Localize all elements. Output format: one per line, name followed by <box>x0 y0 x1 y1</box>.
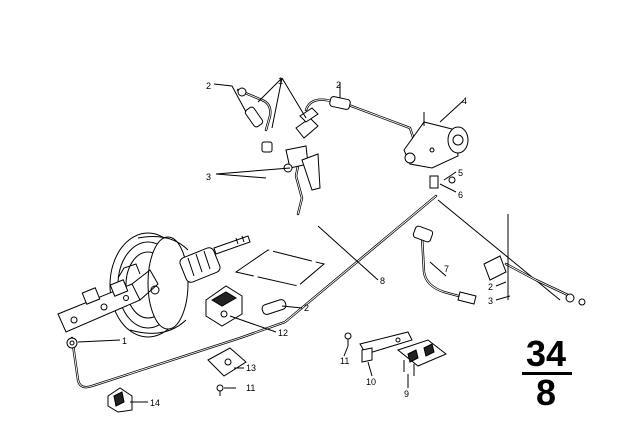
callout-3a: 3 <box>206 172 211 182</box>
switch-bracket[interactable] <box>359 331 413 363</box>
upper-brake-line[interactable] <box>236 87 416 153</box>
clutch-pipe-main <box>70 194 438 389</box>
pipe-connector <box>66 337 78 349</box>
page-number-top: 34 <box>526 333 566 374</box>
page-number-bottom: 8 <box>536 372 556 413</box>
clutch-linkage-rod[interactable] <box>437 199 586 306</box>
callout-14: 14 <box>150 398 160 408</box>
leader-lines <box>77 77 511 403</box>
pipe-bracket[interactable] <box>205 285 243 327</box>
brake-light-switch[interactable] <box>396 339 447 376</box>
callout-13: 13 <box>246 363 256 373</box>
mounting-plate[interactable] <box>207 347 247 377</box>
callout-10: 10 <box>366 377 376 387</box>
master-cylinder[interactable] <box>57 263 160 333</box>
callout-4: 4 <box>462 96 467 106</box>
callout-11b: 11 <box>340 356 349 366</box>
callout-labels: 1 2 2 4 3 5 6 8 7 2 3 2 12 1 13 11 11 10… <box>122 76 493 408</box>
hose-guide-outline <box>234 249 326 287</box>
page-number-divider <box>522 372 572 375</box>
flex-hose[interactable] <box>412 225 477 305</box>
callout-9: 9 <box>404 389 409 399</box>
pipe-clip[interactable] <box>261 299 287 316</box>
callout-1b: 1 <box>122 336 127 346</box>
callout-8: 8 <box>380 276 385 286</box>
screw-lower[interactable] <box>216 384 224 396</box>
screw-mid[interactable] <box>344 332 352 346</box>
slave-cylinder[interactable] <box>403 112 469 189</box>
callout-2d: 2 <box>304 303 309 313</box>
callout-1a: 1 <box>278 76 283 86</box>
callout-2b: 2 <box>336 80 341 90</box>
callout-2a: 2 <box>206 81 211 91</box>
callout-11a: 11 <box>246 383 255 393</box>
clutch-hose-upper[interactable] <box>283 145 321 216</box>
callout-2c: 2 <box>488 282 493 292</box>
callout-12: 12 <box>278 328 288 338</box>
brake-booster[interactable] <box>109 232 251 338</box>
callout-6: 6 <box>458 190 463 200</box>
page-number: 34 8 <box>522 333 572 413</box>
callout-3b: 3 <box>488 296 493 306</box>
callout-5: 5 <box>458 168 463 178</box>
callout-7: 7 <box>444 264 449 274</box>
hose-clip[interactable] <box>107 387 133 413</box>
